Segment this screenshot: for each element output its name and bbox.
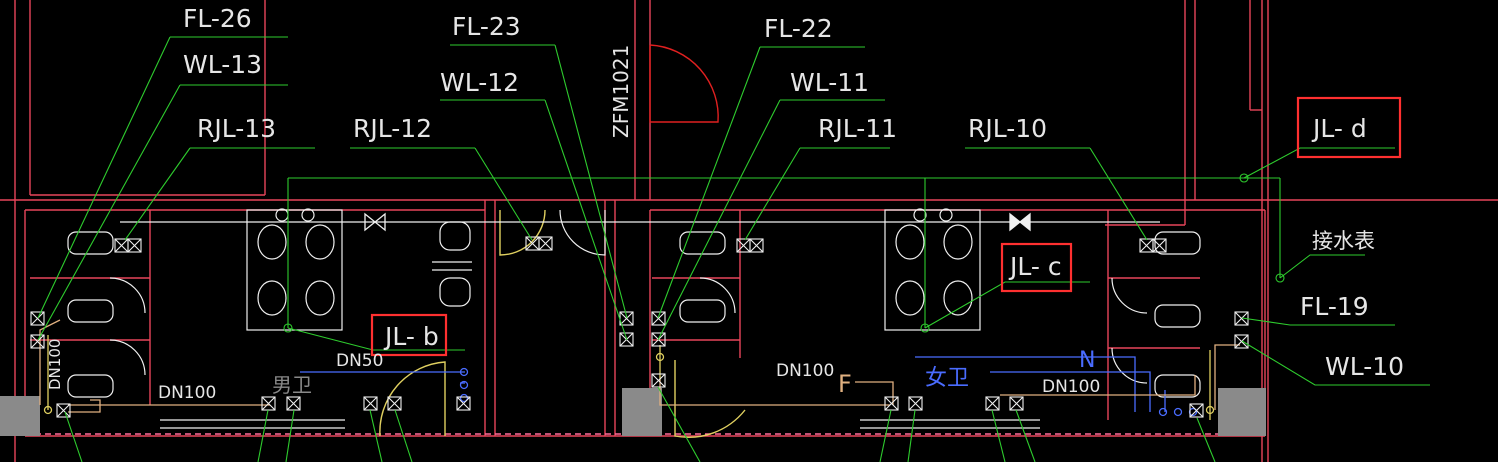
label-rjl-12[interactable]: RJL-12 xyxy=(353,114,432,143)
leader-lines xyxy=(37,36,1430,462)
supply-pipe xyxy=(120,212,1160,232)
label-jl-c[interactable]: JL- c xyxy=(1008,252,1062,281)
label-rjl-13[interactable]: RJL-13 xyxy=(197,114,276,143)
label-rjl-11[interactable]: RJL-11 xyxy=(818,114,897,143)
label-n-mark: N xyxy=(1079,348,1095,373)
pipe-labels: FL-26 WL-13 RJL-13 FL-23 WL-12 RJL-12 FL… xyxy=(46,4,1404,403)
label-f-mark: F xyxy=(838,370,852,398)
label-wl-13[interactable]: WL-13 xyxy=(183,50,262,79)
highlight-boxes xyxy=(370,96,1402,357)
label-dn100-vertical: DN100 xyxy=(46,339,64,390)
label-rjl-10[interactable]: RJL-10 xyxy=(968,114,1047,143)
highlight-box-jl-c[interactable] xyxy=(1000,242,1073,293)
label-wl-11[interactable]: WL-11 xyxy=(790,68,869,97)
label-jl-d[interactable]: JL- d xyxy=(1311,114,1367,143)
drain-pipes-orange xyxy=(39,319,1240,413)
label-dn100-mid: DN100 xyxy=(776,361,834,381)
label-wl-10[interactable]: WL-10 xyxy=(1325,352,1404,381)
label-fl-23[interactable]: FL-23 xyxy=(452,12,521,41)
label-fl-22[interactable]: FL-22 xyxy=(764,14,833,43)
label-dn100-right: DN100 xyxy=(1042,377,1100,397)
drain-pipes-blue xyxy=(300,356,1198,417)
label-dn100-left: DN100 xyxy=(158,383,216,403)
label-women-restroom: 女卫 xyxy=(925,366,969,391)
label-door-code: ZFM1021 xyxy=(609,45,633,138)
label-men-restroom: 男卫 xyxy=(272,373,312,397)
label-dn50: DN50 xyxy=(336,351,383,371)
label-fl-26[interactable]: FL-26 xyxy=(183,4,252,33)
label-jl-b[interactable]: JL- b xyxy=(383,322,439,351)
highlight-box-jl-d[interactable] xyxy=(1296,96,1402,159)
structural-columns xyxy=(0,388,1266,436)
label-wl-12[interactable]: WL-12 xyxy=(440,68,519,97)
label-water-meter[interactable]: 接水表 xyxy=(1312,229,1375,253)
label-fl-19[interactable]: FL-19 xyxy=(1300,292,1369,321)
yellow-pipes xyxy=(43,335,1215,420)
riser-symbols xyxy=(30,236,1249,418)
doors xyxy=(379,44,746,438)
highlight-box-jl-b[interactable] xyxy=(370,313,448,357)
